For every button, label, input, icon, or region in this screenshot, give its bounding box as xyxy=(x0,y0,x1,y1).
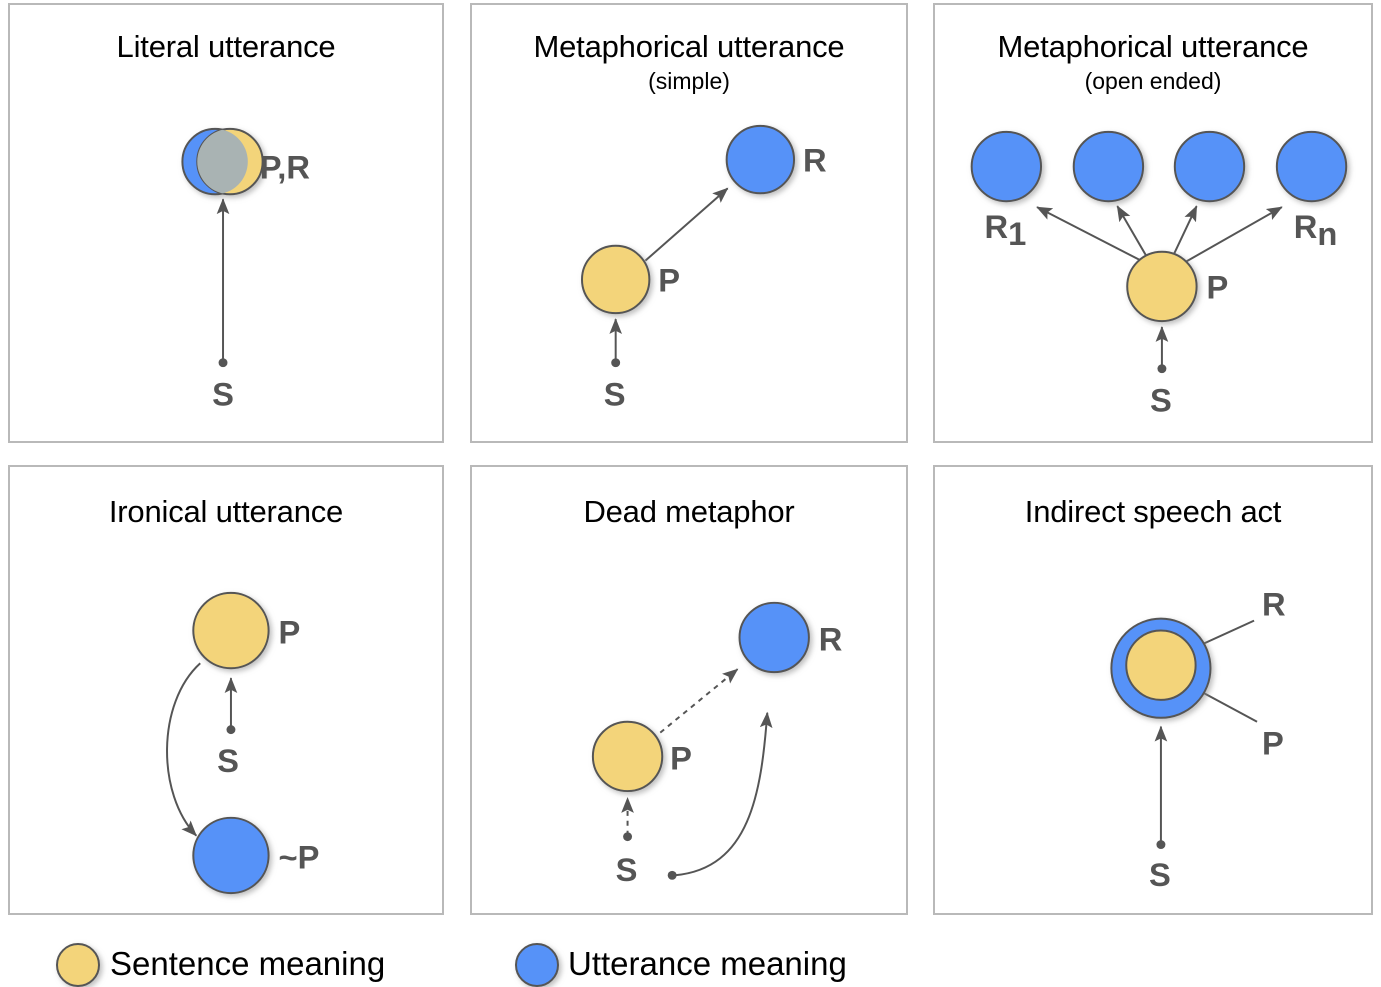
label-p: P xyxy=(1262,724,1284,761)
panel-title: Indirect speech act xyxy=(1024,494,1282,529)
arrow-p-to-r3 xyxy=(1169,205,1198,262)
panel-title: Literal utterance xyxy=(116,29,336,64)
legend: Sentence meaning Utterance meaning xyxy=(0,930,1381,987)
arrow-p-to-notp xyxy=(166,662,201,837)
node-rn xyxy=(1275,130,1348,203)
label-rn: Rn xyxy=(1294,208,1338,252)
node-r1 xyxy=(970,130,1043,203)
speaker-dot xyxy=(226,725,236,735)
label-s: S xyxy=(1150,381,1172,418)
arrow-p-to-r-dashed xyxy=(659,668,739,734)
node-r xyxy=(725,124,796,195)
label-p: P xyxy=(670,739,692,776)
speaker-dot-dashed xyxy=(623,832,633,842)
panel-ironical-utterance: Ironical utterance P S ~P xyxy=(8,465,444,915)
legend-label-sentence-meaning: Sentence meaning xyxy=(110,945,386,982)
node-p xyxy=(591,720,664,793)
panel-title: Ironical utterance xyxy=(108,494,344,529)
speaker-dot xyxy=(218,358,228,368)
panel-literal-utterance: Literal utterance P,R S xyxy=(8,3,444,443)
label-r: R xyxy=(803,141,827,178)
label-s: S xyxy=(604,375,626,412)
label-s: S xyxy=(1149,856,1171,893)
node-p xyxy=(1126,250,1198,323)
label-r: R xyxy=(1262,586,1286,623)
panel-metaphorical-simple: Metaphorical utterance (simple) R P S xyxy=(470,3,908,443)
panel-diagram: R P S xyxy=(1110,586,1286,893)
panel-diagram: R1 Rn P S xyxy=(970,130,1348,418)
panel-title: Metaphorical utterance xyxy=(533,29,845,64)
panel-indirect-speech-act: Indirect speech act R P S xyxy=(933,465,1373,915)
panel-title: Dead metaphor xyxy=(583,494,795,529)
panel-subtitle: (simple) xyxy=(648,68,730,94)
speaker-dot-curved xyxy=(667,870,677,880)
panel-subtitle: (open ended) xyxy=(1084,68,1222,94)
node-not-p xyxy=(192,816,270,895)
label-p: P xyxy=(658,261,680,298)
node-r3 xyxy=(1173,130,1246,203)
legend-swatch-utterance-meaning xyxy=(515,943,559,987)
arrow-p-to-r2 xyxy=(1116,205,1150,262)
label-p: P xyxy=(1207,268,1229,305)
label-r1: R1 xyxy=(985,208,1027,252)
node-r2 xyxy=(1072,130,1145,203)
node-r xyxy=(738,601,810,674)
arrow-p-to-rn xyxy=(1180,206,1283,266)
panel-diagram: P,R S xyxy=(181,127,310,412)
node-p xyxy=(580,244,651,315)
arrow-p-to-r xyxy=(644,187,729,262)
panel-diagram: P S ~P xyxy=(166,591,320,895)
legend-swatches xyxy=(56,943,559,987)
panel-diagram: R P S xyxy=(591,601,843,888)
panel-title: Metaphorical utterance xyxy=(997,29,1309,64)
legend-swatch-sentence-meaning xyxy=(56,943,100,987)
label-s: S xyxy=(217,742,239,779)
speaker-dot xyxy=(1157,364,1167,374)
speaker-dot xyxy=(611,358,621,368)
leader-line-r xyxy=(1197,619,1255,648)
panel-metaphorical-open-ended: Metaphorical utterance (open ended) xyxy=(933,3,1373,443)
label-s: S xyxy=(616,851,638,888)
arrow-s-to-r-curved xyxy=(675,711,773,877)
label-p: P xyxy=(279,613,301,650)
speaker-dot xyxy=(1156,840,1166,850)
node-p-inner xyxy=(1125,629,1197,701)
label-pr: P,R xyxy=(260,148,310,185)
panel-diagram: R P S xyxy=(580,124,827,412)
node-p xyxy=(192,591,270,670)
panel-dead-metaphor: Dead metaphor R P S xyxy=(470,465,908,915)
label-r: R xyxy=(819,620,843,657)
label-s: S xyxy=(212,375,234,412)
legend-label-utterance-meaning: Utterance meaning xyxy=(568,945,847,982)
label-not-p: ~P xyxy=(279,838,320,875)
arrow-p-to-r1 xyxy=(1036,206,1142,262)
